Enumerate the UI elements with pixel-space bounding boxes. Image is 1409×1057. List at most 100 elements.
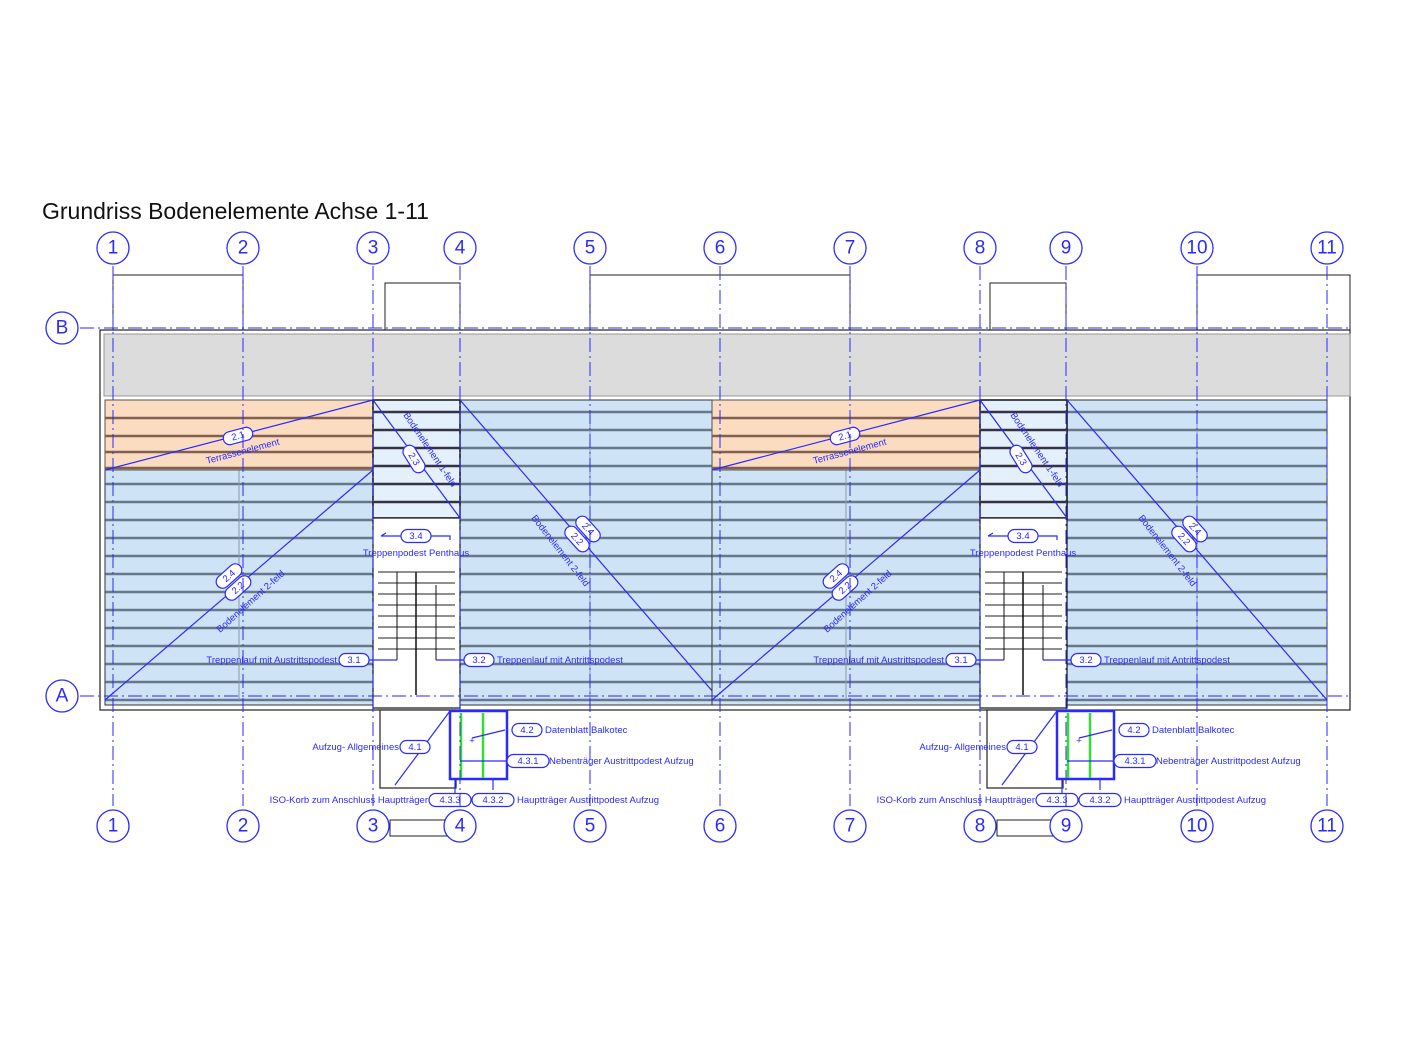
tag-outline (463, 652, 495, 668)
tag-two-field-right-a: 2.4 (1182, 515, 1208, 543)
axis-label: 10 (1186, 816, 1207, 837)
tag-stair-exit: 3.1 (945, 652, 977, 668)
label-stair-exit: Treppenlauf mit Austrittspodest (813, 655, 944, 666)
tag-two-field-right-b: 2.2 (564, 525, 590, 553)
label-stair-exit: Treppenlauf mit Austrittspodest (206, 655, 337, 666)
tag-two-field-left-a: 2.4 (822, 563, 850, 589)
annex-outline (112, 274, 244, 331)
tag-outline (564, 525, 590, 553)
grid-row-bubble-A: A (45, 679, 79, 713)
tag-outline (1009, 444, 1033, 474)
axis-label: 6 (715, 816, 726, 837)
tag-number: 4.1 (1015, 742, 1028, 753)
tag-main-beam: 4.3.2 (1078, 792, 1122, 808)
label-elevator: Aufzug- Allgemeines (919, 742, 1006, 753)
axis-bubble-6-top: 6 (703, 231, 737, 265)
tag-iso-basket: 4.3.3 (428, 792, 472, 808)
axis-circle (573, 809, 607, 843)
axis-label: 7 (845, 816, 856, 837)
axis-label: 5 (585, 238, 596, 259)
tag-outline (1007, 528, 1039, 544)
axis-label: 9 (1061, 238, 1072, 259)
tag-outline (1113, 753, 1157, 769)
label-elevator: Aufzug- Allgemeines (312, 742, 399, 753)
axis-label: 6 (715, 238, 726, 259)
tag-outline (506, 753, 550, 769)
axis-circle (833, 809, 867, 843)
tag-number: 4.3.1 (1124, 756, 1145, 767)
tag-outline (471, 792, 515, 808)
tag-outline (1035, 792, 1079, 808)
axis-label: 2 (238, 238, 249, 259)
grid-row-bubble-B: B (45, 311, 79, 345)
axis-label: 11 (1317, 816, 1337, 837)
tag-outline (224, 575, 252, 601)
tag-secondary-beam: 4.3.1 (1113, 753, 1157, 769)
axis-bubble-5-top: 5 (573, 231, 607, 265)
axis-circle (1180, 231, 1214, 265)
tag-number: 4.3.3 (439, 795, 460, 806)
label-stair-entry: Treppenlauf mit Antrittspodest (1104, 655, 1230, 666)
axis-circle (573, 231, 607, 265)
axis-circle (1049, 809, 1083, 843)
axis-label: 1 (108, 238, 119, 259)
tag-balkotec: 4.2 (1118, 722, 1150, 738)
axis-circle (963, 809, 997, 843)
axis-bubble-7-bottom: 7 (833, 809, 867, 843)
axis-bubble-11-top: 11 (1310, 231, 1344, 265)
tag-outline (945, 652, 977, 668)
axis-circle (96, 809, 130, 843)
roof-band (103, 333, 1351, 397)
tag-number: 3.4 (1016, 531, 1029, 542)
axis-circle (226, 809, 260, 843)
tag-outline (1182, 515, 1208, 543)
axis-circle (45, 311, 79, 345)
axis-circle (1310, 809, 1344, 843)
exit-landing (448, 709, 509, 781)
label-balkotec: Datenblatt Balkotec (545, 725, 628, 736)
axis-circle (703, 231, 737, 265)
tag-number: 4.3.3 (1046, 795, 1067, 806)
axis-label: 7 (845, 238, 856, 259)
tag-number: 2.1 (230, 429, 246, 443)
tag-number: 3.2 (1079, 655, 1092, 666)
span-arrow-icon (380, 532, 451, 540)
tag-number: 4.1 (408, 742, 421, 753)
tag-outline (399, 739, 431, 755)
tag-stair-entry: 3.2 (463, 652, 495, 668)
tag-number: 4.2 (520, 725, 533, 736)
axis-label: 4 (455, 816, 466, 837)
axis-circle (1180, 809, 1214, 843)
axis-bubble-11-bottom: 11 (1310, 809, 1344, 843)
tag-outline (215, 563, 243, 589)
tag-number: 4.3.2 (482, 795, 503, 806)
axis-bubble-8-bottom: 8 (963, 809, 997, 843)
axis-label: 8 (975, 816, 986, 837)
tag-two-field-left-a: 2.4 (215, 563, 243, 589)
tag-terrace: 2.1 (829, 426, 861, 446)
axis-circle (356, 231, 390, 265)
axis-label: 8 (975, 238, 986, 259)
span-arrow-icon (987, 532, 1058, 540)
tag-number: 4.2 (1127, 725, 1140, 736)
axis-circle (226, 231, 260, 265)
tag-number: 3.4 (409, 531, 422, 542)
axis-circle (703, 809, 737, 843)
tag-outline (222, 426, 254, 446)
tag-single-field: 2.3 (402, 444, 426, 474)
leader-line (1078, 729, 1113, 739)
label-iso-basket: ISO-Korb zum Anschluss Hauptträger (270, 795, 428, 806)
label-balkotec: Datenblatt Balkotec (1152, 725, 1235, 736)
crosshair-icon: + (1076, 736, 1082, 747)
label-landing: Treppenpodest Penthaus (970, 548, 1077, 559)
tag-outline (1171, 525, 1197, 553)
axis-bubble-10-top: 10 (1180, 231, 1214, 265)
axis-label: 3 (368, 816, 379, 837)
tag-outline (822, 563, 850, 589)
tag-stair-entry: 3.2 (1070, 652, 1102, 668)
annex-outline (1196, 274, 1351, 331)
tag-stair-exit: 3.1 (338, 652, 370, 668)
tag-number: 4.3.2 (1089, 795, 1110, 806)
